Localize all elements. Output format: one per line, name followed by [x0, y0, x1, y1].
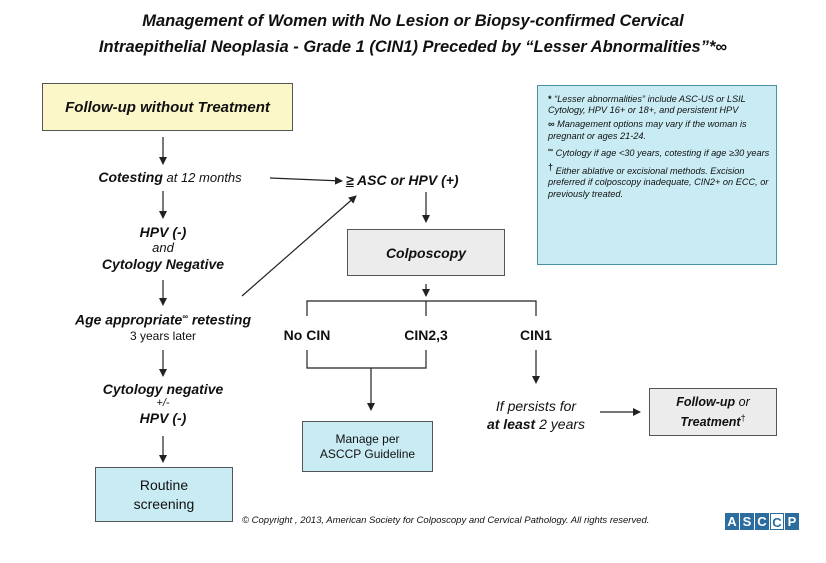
logo-letter: C	[770, 513, 784, 530]
footnote-ablative-excisional: † Either ablative or excisional methods.…	[548, 162, 769, 199]
cotesting-label: Cotesting at 12 months	[98, 169, 242, 185]
manage-per-asccp-guideline-box: Manage per ASCCP Guideline	[302, 421, 433, 472]
logo-letter: A	[725, 513, 739, 530]
footnote-lesser-abnormalities: * “Lesser abnormalities” include ASC-US …	[548, 94, 746, 116]
hpv-negative-and-cytology-negative: HPV (-) and Cytology Negative	[101, 224, 225, 272]
if-persists-label: If persists for at least 2 years	[486, 398, 586, 432]
logo-letter: P	[785, 513, 799, 530]
asc-or-hpv-positive-label: ≥ ASC or HPV (+)	[346, 172, 459, 188]
colposcopy-box: Colposcopy	[347, 229, 505, 276]
diagram-title-line1: Management of Women with No Lesion or Bi…	[142, 12, 684, 30]
copyright-footer: © Copyright , 2013, American Society for…	[242, 515, 650, 526]
footnote-cytology-age: ∞ Cytology if age <30 years, cotesting i…	[548, 146, 770, 158]
follow-up-or-treatment-box: Follow-up or Treatment†	[649, 388, 777, 436]
follow-up-without-treatment-box: Follow-up without Treatment	[42, 83, 293, 131]
follow-up-without-treatment-label: Follow-up without Treatment	[65, 98, 270, 116]
footnotes-box: * “Lesser abnormalities” include ASC-US …	[537, 85, 777, 265]
no-cin-label: No CIN	[283, 327, 331, 343]
logo-letter: S	[740, 513, 754, 530]
logo-letter: C	[755, 513, 769, 530]
cin1-label: CIN1	[520, 327, 552, 343]
asccp-logo: A S C C P	[725, 513, 800, 530]
diagram-title-line2: Intraepithelial Neoplasia - Grade 1 (CIN…	[98, 38, 728, 56]
cin23-label: CIN2,3	[404, 327, 448, 343]
routine-screening-box: Routine screening	[95, 467, 233, 522]
age-appropriate-retesting: Age appropriate∞ retesting 3 years later	[74, 311, 252, 343]
cytology-negative-hpv-negative: Cytology negative +/- HPV (-)	[102, 381, 224, 426]
footnote-management-options: ∞ Management options may vary if the wom…	[548, 119, 747, 141]
